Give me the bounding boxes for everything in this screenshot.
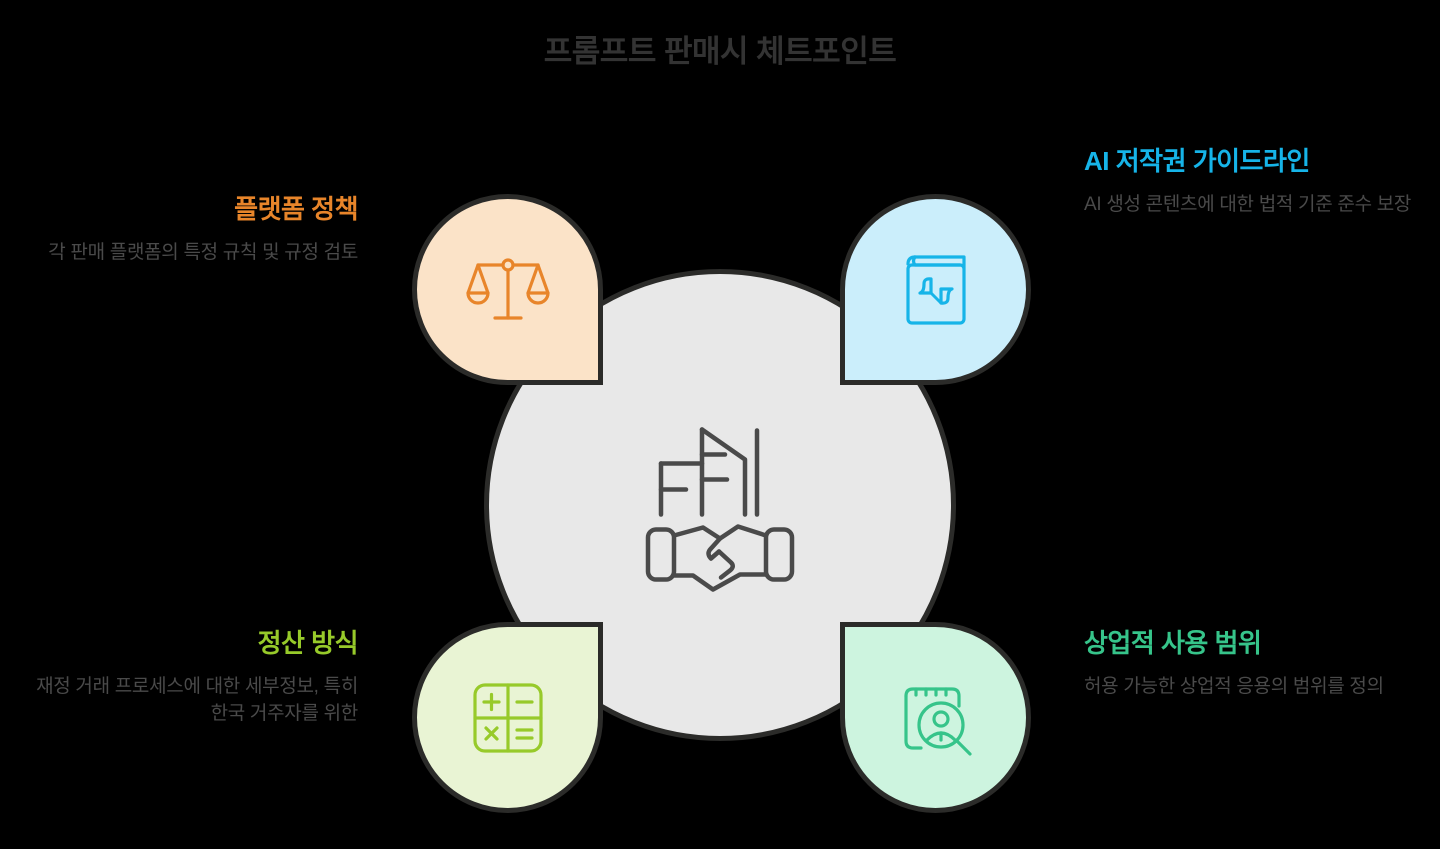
bubble-settlement-method[interactable] [412, 622, 603, 813]
bubble-commercial-use-scope[interactable] [840, 622, 1031, 813]
heading-settlement-method: 정산 방식 [257, 628, 359, 658]
body-settlement-method: 재정 거래 프로세스에 대한 세부정보, 특히 한국 거주자를 위한 [36, 676, 358, 725]
body-platform-policy: 각 판매 플랫폼의 특정 규칙 및 규정 검토 [48, 242, 358, 264]
heading-platform-policy: 플랫폼 정책 [234, 194, 358, 224]
text-block-settlement-method: 정산 방식 재정 거래 프로세스에 대한 세부정보, 특히 한국 거주자를 위한 [18, 627, 358, 728]
document-person-search-icon [894, 676, 978, 760]
copyright-book-icon [894, 248, 978, 332]
calculator-icon [466, 676, 550, 760]
bubble-ai-copyright-guideline[interactable] [840, 194, 1031, 385]
heading-ai-copyright-guideline: AI 저작권 가이드라인 [1084, 146, 1310, 176]
body-commercial-use-scope: 허용 가능한 상업적 응용의 범위를 정의 [1084, 676, 1384, 698]
heading-commercial-use-scope: 상업적 사용 범위 [1084, 628, 1262, 658]
text-block-commercial-use-scope: 상업적 사용 범위 허용 가능한 상업적 응용의 범위를 정의 [1084, 627, 1424, 701]
body-ai-copyright-guideline: AI 생성 콘텐츠에 대한 법적 기준 준수 보장 [1084, 194, 1412, 216]
text-block-platform-policy: 플랫폼 정책 각 판매 플랫폼의 특정 규칙 및 규정 검토 [18, 193, 358, 267]
text-block-ai-copyright-guideline: AI 저작권 가이드라인 AI 생성 콘텐츠에 대한 법적 기준 준수 보장 [1084, 145, 1424, 219]
page-title: 프롬프트 판매시 체트포인트 [543, 34, 897, 69]
handshake-buildings-icon [645, 418, 795, 593]
bubble-platform-policy[interactable] [412, 194, 603, 385]
scales-balance-icon [465, 248, 550, 332]
